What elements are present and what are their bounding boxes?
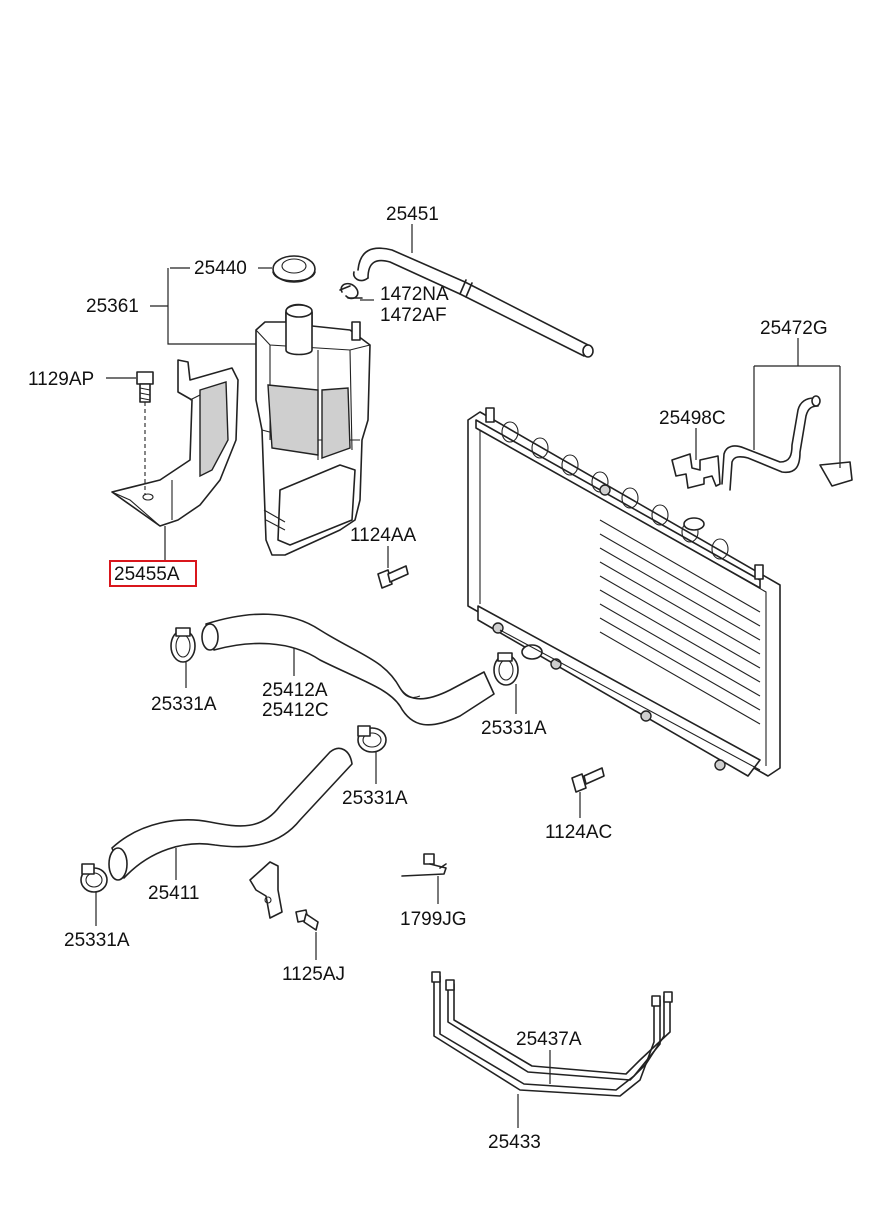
reservoir-tank-25361[interactable]	[255, 303, 371, 556]
leader-lines	[95, 224, 841, 1128]
label-25412C[interactable]: 25412C	[262, 700, 329, 721]
label-1472NA[interactable]: 1472NA	[380, 284, 449, 305]
label-25331A-2[interactable]: 25331A	[481, 718, 547, 739]
label-25411[interactable]: 25411	[148, 883, 199, 904]
label-1124AA[interactable]: 1124AA	[350, 525, 417, 546]
bracket-25455A[interactable]	[111, 359, 239, 527]
bracket-25498C[interactable]	[671, 453, 721, 489]
upper-hose-25412A[interactable]	[201, 613, 495, 726]
hose-clamp-25331A-1[interactable]	[170, 627, 196, 663]
part-labels: 25451 25440 25361 1472NA 1472AF 25472G 1…	[28, 204, 828, 1153]
overflow-hose-25451[interactable]	[352, 247, 594, 358]
oil-cooler-pipe-25437A[interactable]	[431, 971, 673, 1097]
oil-cooler-hose-25472G[interactable]	[721, 395, 853, 491]
label-25451[interactable]: 25451	[386, 204, 439, 225]
label-1125AJ[interactable]: 1125AJ	[282, 964, 345, 985]
label-25331A-3[interactable]: 25331A	[342, 788, 408, 809]
label-25498C[interactable]: 25498C	[659, 408, 726, 429]
label-1799JG[interactable]: 1799JG	[400, 909, 467, 930]
bolt-1125AJ[interactable]	[295, 909, 319, 931]
hose-clamp-25331A-2[interactable]	[493, 652, 519, 686]
bolt-1124AA[interactable]	[377, 565, 409, 589]
radiator-core[interactable]	[467, 407, 781, 777]
wire-harness-1799JG[interactable]	[401, 853, 447, 877]
bolt-1129AP[interactable]	[136, 371, 154, 495]
hose-clamp-25331A-4[interactable]	[80, 863, 108, 893]
lower-hose-25411[interactable]	[108, 747, 353, 881]
label-1124AC[interactable]: 1124AC	[545, 822, 612, 843]
highlight-box	[109, 560, 197, 587]
label-25331A-1[interactable]: 25331A	[151, 694, 217, 715]
reservoir-cap-25440[interactable]	[272, 255, 316, 283]
label-1129AP[interactable]: 1129AP	[28, 369, 94, 390]
label-25440[interactable]: 25440	[194, 258, 247, 279]
label-25412A[interactable]: 25412A	[262, 680, 328, 701]
label-1472AF[interactable]: 1472AF	[380, 305, 447, 326]
label-25361[interactable]: 25361	[86, 296, 139, 317]
hose-clip-1472NA[interactable]	[339, 282, 363, 300]
label-25455A[interactable]: 25455A	[114, 564, 180, 585]
hose-bracket[interactable]	[249, 861, 283, 919]
label-25433[interactable]: 25433	[488, 1132, 541, 1153]
label-25472G[interactable]: 25472G	[760, 318, 828, 339]
bolt-1124AC[interactable]	[571, 767, 605, 793]
label-25331A-4[interactable]: 25331A	[64, 930, 130, 951]
hose-clamp-25331A-3[interactable]	[357, 725, 387, 753]
label-25437A[interactable]: 25437A	[516, 1029, 582, 1050]
